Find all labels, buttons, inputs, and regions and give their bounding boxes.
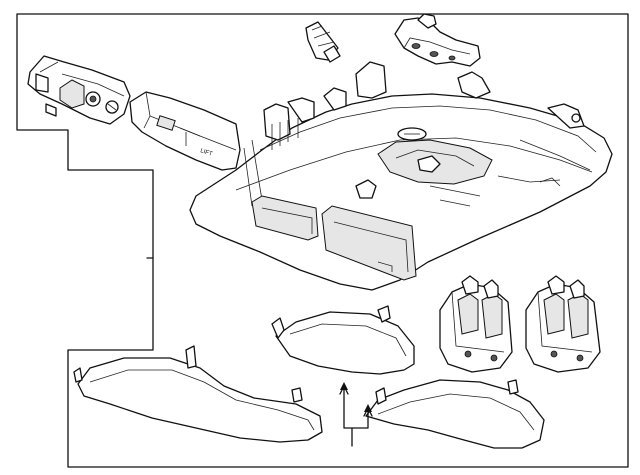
lens-cover-left	[73, 345, 323, 443]
switch-block-b	[525, 275, 601, 373]
bulb-part	[305, 21, 341, 63]
switch-module-center: LIFT	[129, 91, 241, 171]
switch-block-a	[439, 275, 513, 373]
lens-cover-center	[271, 305, 415, 375]
callout-bracket	[339, 382, 373, 447]
mounting-bracket-part	[394, 13, 481, 67]
switch-module-left	[27, 55, 131, 125]
switch-label: LIFT	[199, 148, 213, 158]
console-housing	[189, 61, 613, 291]
diagram-border	[16, 13, 629, 468]
lens-cover-right	[365, 379, 545, 449]
